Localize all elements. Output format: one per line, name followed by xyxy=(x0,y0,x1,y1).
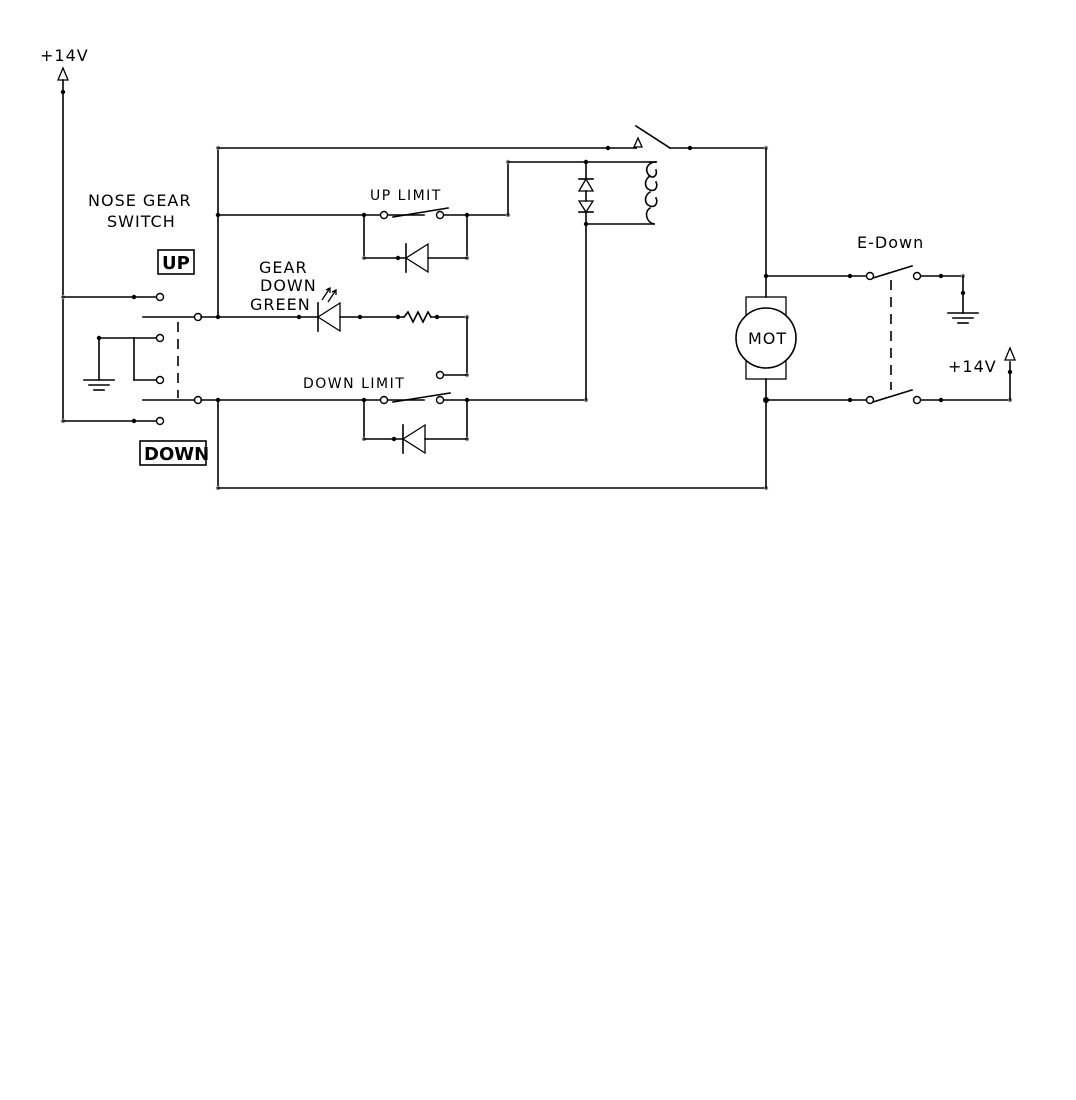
ground-right-icon xyxy=(947,312,979,324)
up-box-label: UP xyxy=(162,253,190,274)
supply-left-arrow-icon xyxy=(57,66,69,93)
supply-left-label: +14V xyxy=(40,46,89,65)
resistor-icon xyxy=(402,310,470,380)
down-limit-switch xyxy=(217,392,589,442)
supply-right-arrow-icon xyxy=(1004,346,1016,373)
gear-down-led-icon xyxy=(217,286,405,333)
up-limit-diode-icon xyxy=(404,242,429,274)
down-limit-label: DOWN LIMIT xyxy=(303,376,405,392)
nose-gear-switch xyxy=(62,292,203,426)
up-limit-switch xyxy=(217,207,511,261)
relay-diodes-icon xyxy=(577,161,595,401)
e-down-label: E-Down xyxy=(857,233,924,252)
gear-down-label-line2: DOWN xyxy=(260,276,317,295)
relay-contact xyxy=(632,124,767,151)
relay-coil-icon xyxy=(585,161,658,225)
nose-gear-label-line1: NOSE GEAR xyxy=(88,191,191,210)
down-limit-diode-icon xyxy=(401,423,426,455)
down-box-label: DOWN xyxy=(144,444,209,465)
down-box xyxy=(139,440,207,466)
supply-right-label: +14V xyxy=(948,357,997,376)
gear-down-label-line1: GEAR xyxy=(259,258,308,277)
nose-gear-label-line2: SWITCH xyxy=(107,212,176,231)
motor-icon: MOT xyxy=(735,296,797,380)
gear-down-label-line3: GREEN xyxy=(250,295,311,314)
e-down-switch xyxy=(765,265,1013,405)
up-box xyxy=(157,249,195,275)
ground-left-icon xyxy=(83,379,115,391)
up-limit-label: UP LIMIT xyxy=(370,188,442,204)
motor-label: MOT xyxy=(748,329,787,348)
